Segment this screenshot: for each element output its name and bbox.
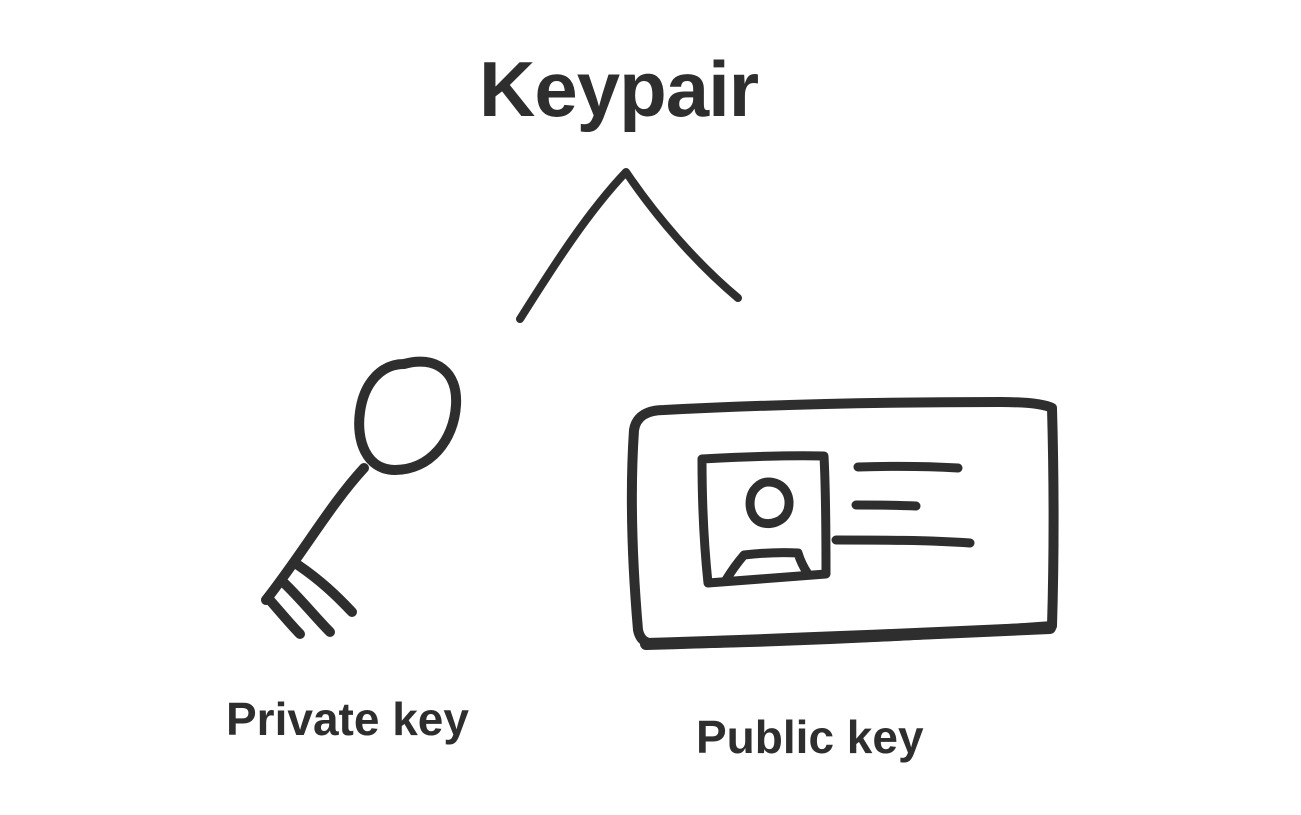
diagram-title: Keypair <box>479 45 759 133</box>
public-key-label: Public key <box>696 711 924 763</box>
tree-branch-icon <box>516 168 742 323</box>
id-card-icon <box>626 397 1059 650</box>
key-icon <box>261 356 462 639</box>
private-key-label: Private key <box>226 693 469 745</box>
